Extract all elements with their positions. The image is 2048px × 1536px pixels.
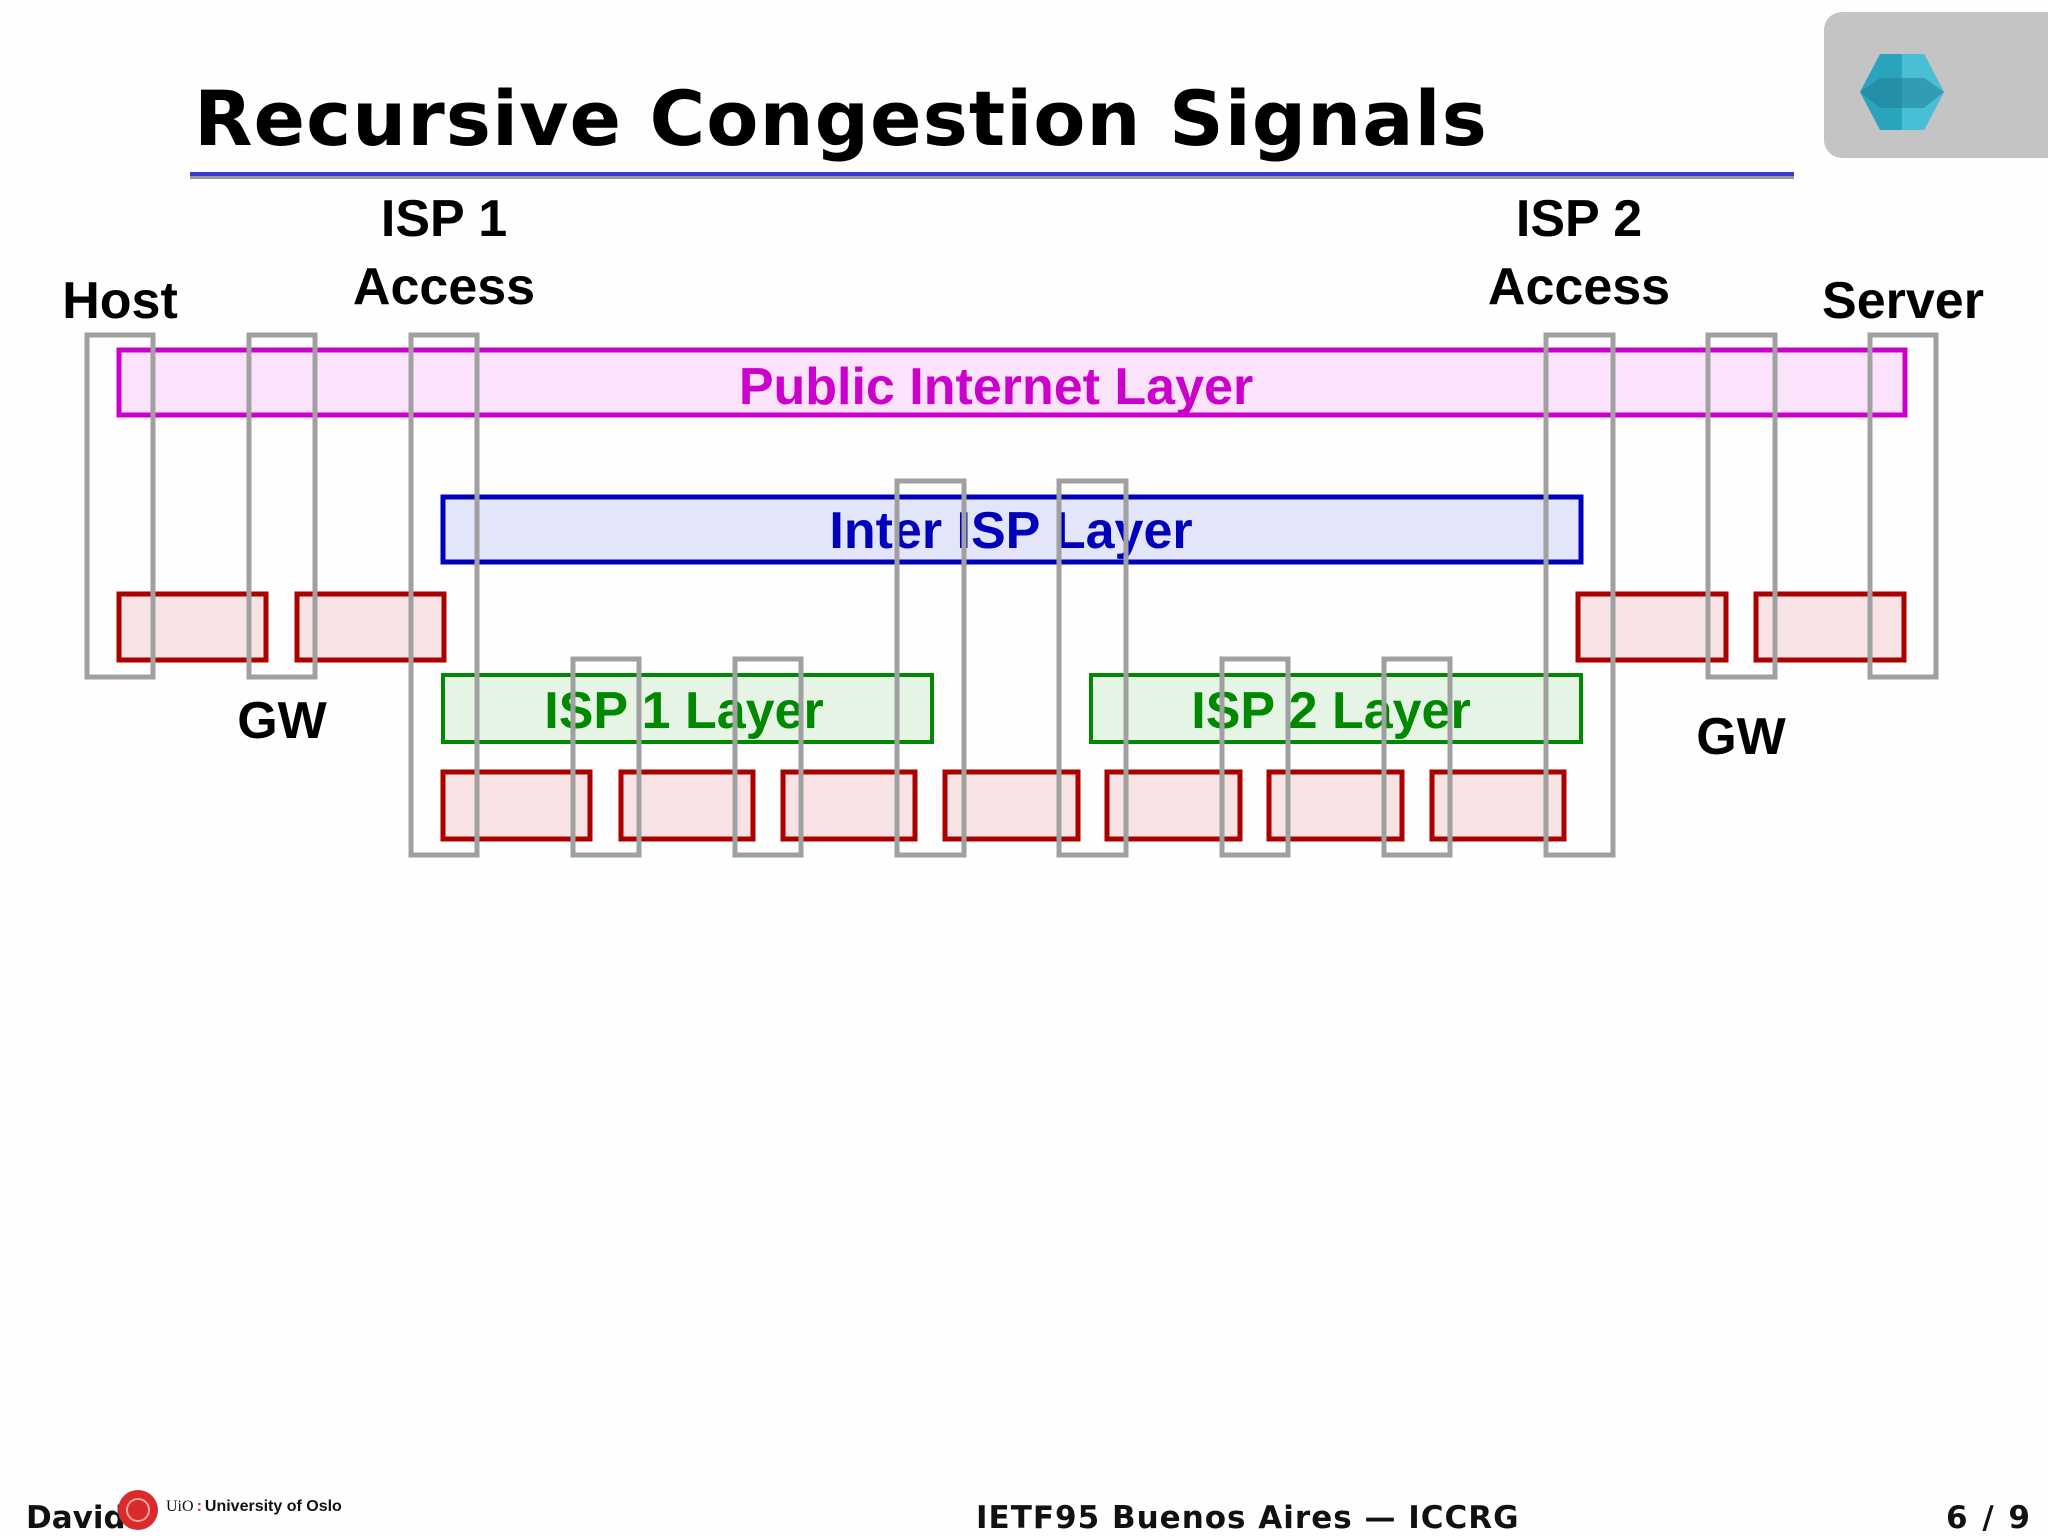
isp2-access-label-line2: Access (1488, 258, 1670, 316)
isp2-router-column (1219, 656, 1291, 858)
isp1-access-node-column (408, 332, 480, 858)
isp1-access-label-line2: Access (353, 258, 535, 316)
link-segment (1104, 769, 1243, 842)
layer-diagram: Public Internet Layer Inter ISP Layer IS… (62, 190, 1984, 858)
host-node-column (84, 332, 156, 680)
title-rule (190, 172, 1794, 179)
gw-right-label: GW (1696, 708, 1786, 766)
hexagon-logo-icon (1860, 54, 1944, 130)
isp1-layer-bar (441, 673, 934, 744)
server-node-column (1867, 332, 1939, 680)
footer-author: David (26, 1500, 126, 1536)
university-label: University of Oslo (204, 1498, 342, 1515)
isp1-router-column (570, 656, 642, 858)
page-number: 6 / 9 (1945, 1500, 2032, 1536)
link-segment (294, 591, 447, 663)
node-columns (84, 332, 1939, 858)
university-name: UiO:University of Oslo (166, 1498, 342, 1516)
link-segment (780, 769, 918, 842)
uio-abbrev: UiO (166, 1498, 194, 1515)
logo-box (1824, 12, 2048, 158)
server-label: Server (1822, 272, 1984, 330)
gw-left-label: GW (237, 692, 327, 750)
link-segment (942, 769, 1081, 842)
link-segment (1575, 591, 1729, 663)
inter-isp-layer-bar (440, 494, 1584, 565)
public-internet-layer-label: Public Internet Layer (739, 358, 1253, 416)
link-segment (116, 591, 269, 663)
isp2-layer-label: ISP 2 Layer (1191, 682, 1470, 740)
inter-isp-layer-label: Inter ISP Layer (829, 502, 1192, 560)
link-segment (1266, 769, 1405, 842)
host-label: Host (62, 272, 178, 330)
public-internet-layer-bar (116, 347, 1908, 418)
footer: David UiO:University of Oslo IETF95 Buen… (0, 1490, 2048, 1536)
link-segment (1429, 769, 1567, 842)
link-segment (440, 769, 593, 842)
uio-separator: : (196, 1498, 202, 1515)
link-segment (1753, 591, 1907, 663)
link-segment (618, 769, 756, 842)
isp1-router-column (732, 656, 804, 858)
peering-router-column (894, 478, 967, 858)
isp2-router-column (1381, 656, 1453, 858)
slide-title: Recursive Congestion Signals (194, 74, 1488, 163)
isp2-access-node-column (1543, 332, 1616, 858)
university-seal-icon (118, 1490, 158, 1530)
isp2-access-label-line1: ISP 2 (1516, 190, 1642, 248)
isp2-layer-bar (1089, 673, 1583, 744)
isp1-layer-label: ISP 1 Layer (544, 682, 823, 740)
peering-router-column (1056, 478, 1129, 858)
gw-left-node-column (246, 332, 318, 680)
isp1-access-label-line1: ISP 1 (381, 190, 507, 248)
gw-right-node-column (1705, 332, 1778, 680)
link-segments (116, 591, 1907, 842)
footer-event: IETF95 Buenos Aires — ICCRG (976, 1500, 1520, 1536)
